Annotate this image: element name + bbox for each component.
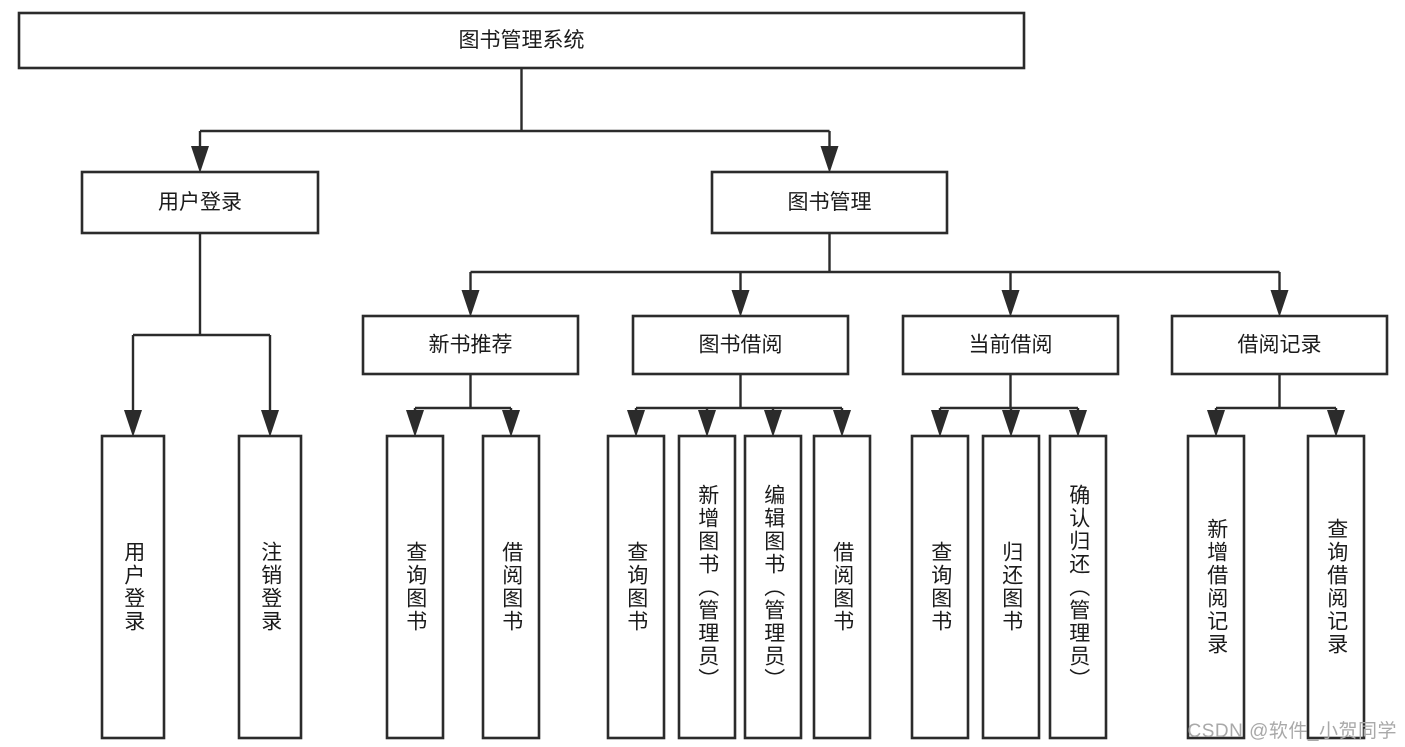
connector-layer: [124, 68, 1345, 437]
node-box-l-add-book[interactable]: [677, 434, 737, 740]
arrow-head-icon: [261, 410, 279, 437]
arrow-head-icon: [1069, 410, 1087, 437]
node-label-n-records: 借阅记录: [1238, 334, 1322, 357]
arrow-head-icon: [1001, 290, 1020, 317]
arrow-head-icon: [627, 410, 645, 437]
node-box-n-new-rec[interactable]: [361, 314, 580, 376]
arrow-head-icon: [731, 290, 750, 317]
arrow-head-icon: [461, 290, 480, 317]
node-box-l-query-books-3[interactable]: [910, 434, 970, 740]
node-label-n-new-rec: 新书推荐: [429, 334, 513, 357]
arrow-head-icon: [931, 410, 949, 437]
arrow-head-icon: [764, 410, 782, 437]
arrow-head-icon: [124, 410, 142, 437]
arrow-head-icon: [833, 410, 851, 437]
node-label-n-user-login: 用户登录: [158, 191, 242, 214]
node-box-n-book-mgmt[interactable]: [710, 170, 949, 235]
node-label-n-borrow: 图书借阅: [699, 334, 783, 357]
node-box-l-return-book[interactable]: [981, 434, 1041, 740]
arrow-head-icon: [1002, 410, 1020, 437]
node-box-l-borrow-books-2[interactable]: [812, 434, 872, 740]
node-box-n-user-login[interactable]: [80, 170, 320, 235]
arrow-head-icon: [820, 146, 839, 173]
node-label-root: 图书管理系统: [459, 29, 585, 52]
node-box-n-current[interactable]: [901, 314, 1120, 376]
arrow-head-icon: [1327, 410, 1345, 437]
arrow-head-icon: [698, 410, 716, 437]
node-box-l-edit-book[interactable]: [743, 434, 803, 740]
node-label-n-current: 当前借阅: [969, 334, 1053, 357]
csdn-watermark: CSDN @软件_小贺同学: [1187, 721, 1397, 742]
node-box-l-query-books-1[interactable]: [385, 434, 445, 740]
node-box-root[interactable]: [17, 11, 1026, 70]
node-box-n-records[interactable]: [1170, 314, 1389, 376]
node-box-n-borrow[interactable]: [631, 314, 850, 376]
node-box-l-confirm-return[interactable]: [1048, 434, 1108, 740]
node-box-l-user-login[interactable]: [100, 434, 166, 740]
arrow-head-icon: [1270, 290, 1289, 317]
node-box-l-logout[interactable]: [237, 434, 303, 740]
node-box-l-add-record[interactable]: [1186, 434, 1246, 740]
arrow-head-icon: [502, 410, 520, 437]
node-label-n-book-mgmt: 图书管理: [788, 191, 872, 214]
arrow-head-icon: [1207, 410, 1225, 437]
node-box-layer: [17, 11, 1389, 740]
arrow-head-icon: [191, 146, 209, 173]
arrow-head-icon: [406, 410, 424, 437]
node-box-l-query-record[interactable]: [1306, 434, 1366, 740]
node-box-l-borrow-books-1[interactable]: [481, 434, 541, 740]
node-box-l-query-books-2[interactable]: [606, 434, 666, 740]
